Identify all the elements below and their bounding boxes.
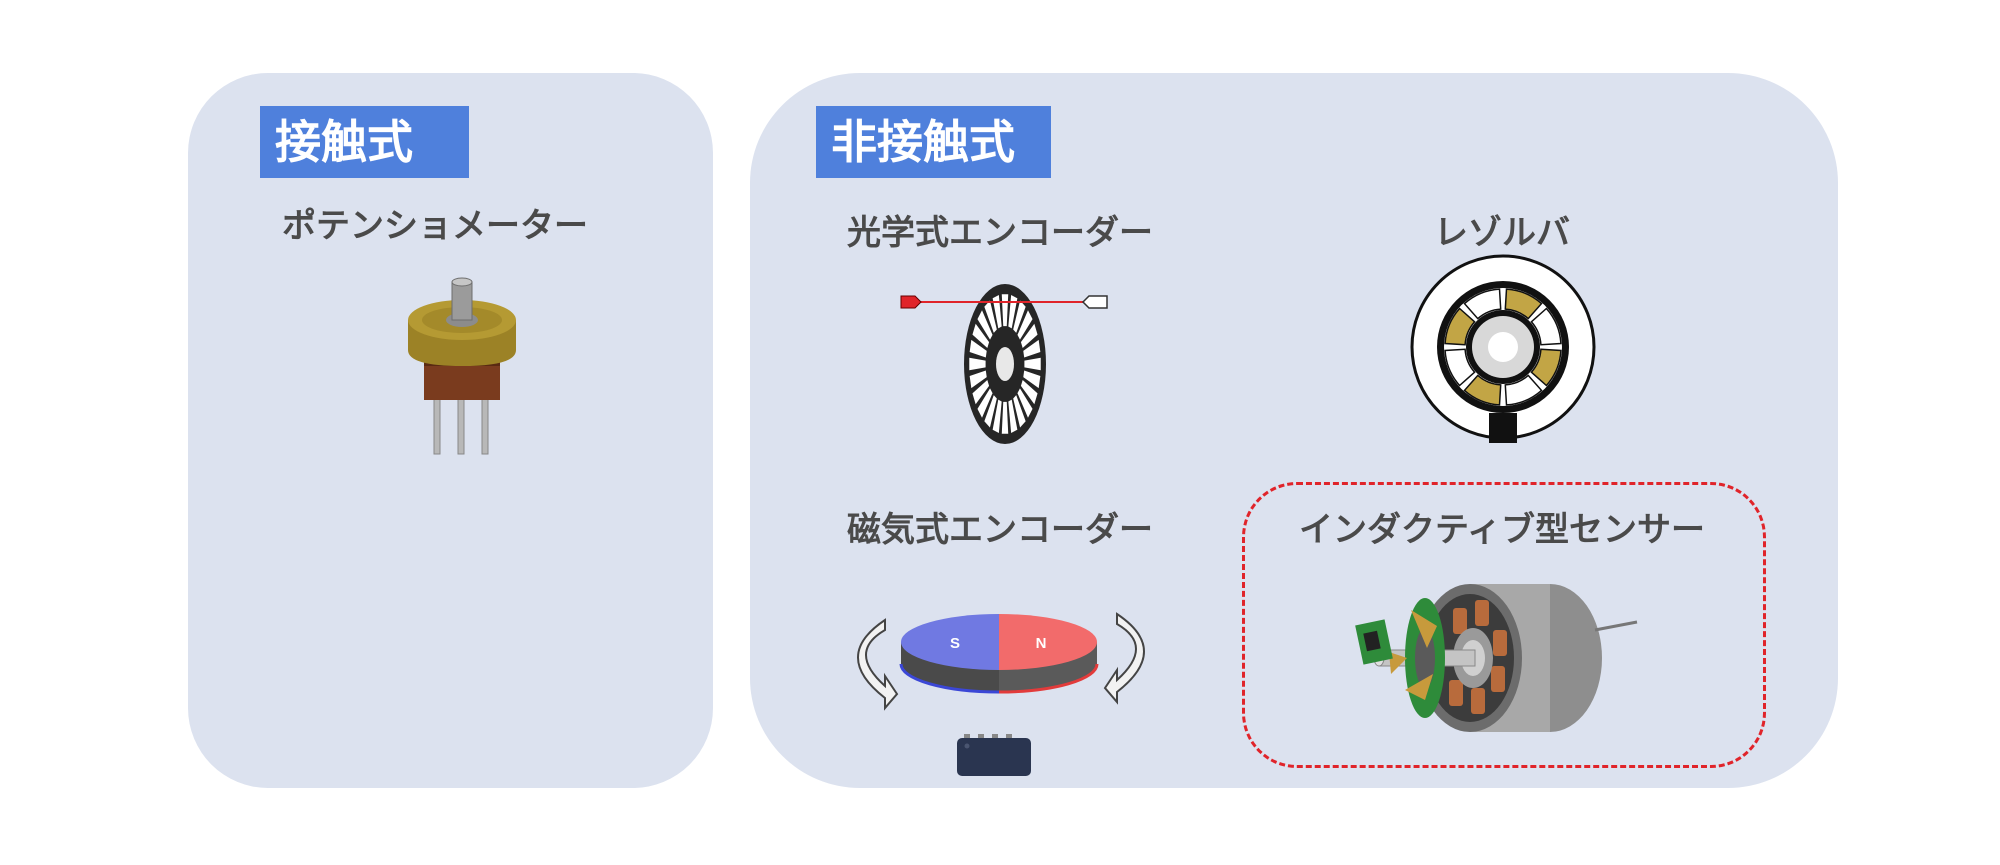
encoder-slot [1020, 379, 1038, 405]
encoder-slot [992, 295, 1002, 329]
contact-tag: 接触式 [260, 106, 469, 178]
magnet-south-pole [901, 614, 999, 670]
magnetic-encoder-icon: S N [857, 612, 1145, 776]
encoder-slot [984, 395, 997, 428]
encoder-slots [969, 294, 1041, 434]
resolver-label: レゾルバ [1434, 213, 1570, 253]
potentiometer-label: ポテンショメーター [282, 206, 588, 246]
resolver-pole [1444, 348, 1476, 387]
encoder-slot [1008, 399, 1018, 433]
rotation-arrow-right-icon [1103, 612, 1145, 705]
resolver-pole [1530, 307, 1562, 346]
magnetic-encoder-label: 磁気式エンコーダー [847, 510, 1153, 550]
light-emitter-icon [900, 295, 922, 309]
encoder-slot [1008, 295, 1018, 329]
resolver-poles [1444, 288, 1562, 406]
contact-panel [188, 73, 713, 788]
resolver-pole [1530, 348, 1562, 387]
encoder-slot [1017, 388, 1033, 418]
resolver-pole [1463, 374, 1502, 406]
encoder-slot [969, 339, 987, 358]
non-contact-tag: 非接触式 [816, 106, 1051, 178]
optical-encoder-icon [900, 284, 1108, 444]
magnet-north-pole [999, 614, 1097, 670]
resolver-icon [1410, 254, 1596, 443]
encoder-slot [1020, 323, 1038, 349]
encoder-slot [977, 388, 993, 418]
light-receiver-icon [1081, 295, 1108, 309]
encoder-slot [1013, 300, 1026, 333]
resolver-pole [1504, 374, 1543, 406]
rotation-arrow-left-icon [857, 618, 899, 711]
encoder-slot [969, 370, 987, 389]
encoder-slot [1024, 357, 1041, 371]
encoder-slot [1023, 370, 1041, 389]
encoder-slot [972, 323, 990, 349]
inductive-sensor-highlight [1242, 482, 1766, 768]
encoder-slot [977, 310, 993, 340]
optical-encoder-label: 光学式エンコーダー [847, 213, 1153, 253]
potentiometer-icon [408, 277, 516, 455]
north-pole-label: N [1036, 635, 1047, 652]
encoder-slot [992, 399, 1002, 433]
inductive-sensor-label: インダクティブ型センサー [1299, 510, 1705, 550]
resolver-pole [1444, 307, 1476, 346]
encoder-slot [969, 357, 986, 371]
sensor-ic-icon [957, 734, 1031, 776]
encoder-slot [1023, 339, 1041, 358]
encoder-slot [972, 379, 990, 405]
resolver-pole [1504, 288, 1543, 320]
encoder-slot [1013, 395, 1026, 428]
encoder-slot [984, 300, 997, 333]
resolver-pole [1463, 288, 1502, 320]
encoder-slot [1001, 401, 1009, 434]
inductive-sensor-icon [1355, 584, 1638, 732]
encoder-slot [1017, 310, 1033, 340]
south-pole-label: S [950, 635, 960, 652]
